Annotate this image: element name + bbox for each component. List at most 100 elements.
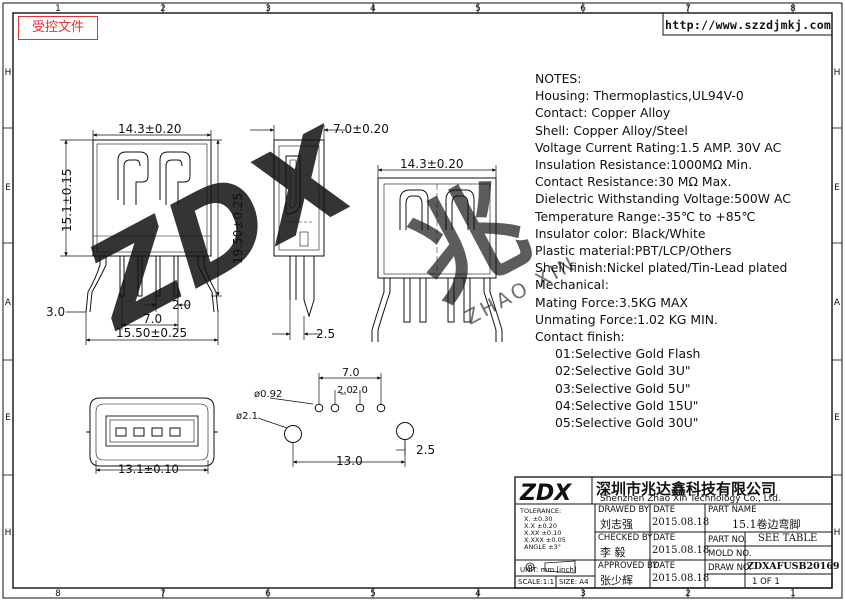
port-view [86,397,218,467]
note-line: Contact: Copper Alloy [535,105,671,121]
tolerance-row: X.X ±0.20 [524,522,557,530]
dim-front-width: 14.3±0.20 [118,122,182,136]
dim-leg-offset: 3.0 [46,305,65,319]
dim-side-width: 7.0±0.20 [333,122,389,136]
row-label: H [834,528,841,538]
note-line: Shell finish:Nickel plated/Tin-Lead plat… [535,260,788,276]
website-url[interactable]: http://www.szzdjmkj.com [665,18,832,32]
note-line: Unmating Force:1.02 KG MIN. [535,311,718,327]
dim-total-height: 19.50±0.25 [231,193,245,264]
approved-by-label: APPROVED BY [598,561,658,571]
note-line: Dielectric Withstanding Voltage:500W AC [535,191,791,207]
row-label: E [834,413,840,423]
col-label: 7 [160,589,166,599]
pcb-layout [284,403,414,443]
dim-pcb-pitch-b: 2.0 [352,385,368,396]
col-label: 1 [790,589,796,599]
col-label: 2 [160,4,166,14]
col-label: 8 [55,589,61,599]
tolerance-row: X.XXX ±0.05 [524,536,566,544]
title-logo: ZDX [519,481,572,506]
draw-no: ZDXAFUSB20169 [747,561,840,572]
col-label: 7 [685,4,691,14]
col-label: 3 [580,589,586,599]
dim-pin-span: 7.0 [143,312,162,326]
dim-port-width: 13.1±0.10 [118,462,179,476]
pcb-mount-hole [284,425,302,443]
pcb-hole [314,403,324,413]
row-label: A [5,298,12,308]
dim-side-pin: 2.5 [316,327,335,341]
pcb-mount-hole [396,422,414,440]
date-label: DATE [653,505,676,515]
notes-heading: NOTES: [535,71,582,86]
zone-ticks [3,3,842,598]
scale-label: SCALE:1:1 [518,578,555,586]
dim-rear-width: 14.3±0.20 [400,157,464,171]
col-label: 8 [790,4,796,14]
checked-by: 李 毅 [600,546,626,559]
company-cn: 深圳市兆达鑫科技有限公司 [596,480,777,498]
date-label: DATE [653,533,676,543]
unit-label: UNIT: mm [inch] [520,566,577,574]
finish-line: 03:Selective Gold 5U" [555,380,691,396]
side-dim-texts: 7.0±0.20 2.5 [316,122,389,341]
row-label: H [5,528,12,538]
col-label: 3 [265,4,271,14]
pcb-hole [355,403,365,413]
zone-labels: 1 2 3 4 5 6 7 8 8 7 6 5 4 3 2 1 H E A E … [5,4,841,599]
col-label: 1 [55,4,61,14]
port-dims [95,460,209,474]
row-label: E [5,183,11,193]
col-label: 5 [370,589,376,599]
note-line: Mechanical: [535,277,609,293]
date-label: DATE [653,561,676,571]
sheet-number: 1 OF 1 [752,577,780,587]
col-label: 2 [685,589,691,599]
dim-leg-span: 15.50±0.25 [116,326,187,340]
rear-dims [377,165,497,178]
pcb-dim-texts: 7.0 2.0 2.0 ø0.92 ø2.1 13.0 2.5 [236,366,435,468]
finish-line: 04:Selective Gold 15U" [555,397,699,413]
front-dim-texts: 14.3±0.20 15.1±0.15 19.50±0.25 2.0 7.0 1… [46,122,245,340]
dim-pcb-pin-span: 7.0 [342,366,360,379]
checked-by-label: CHECKED BY [598,533,653,543]
note-line: Contact Resistance:30 MΩ Max. [535,174,732,190]
dim-pcb-leg-offset: 2.5 [416,443,435,457]
mold-no-label: MOLD NO. [708,549,752,559]
url-box [662,12,833,36]
date-checked: 2015.08.18 [652,545,710,556]
note-line: Housing: Thermoplastics,UL94V-0 [535,88,744,104]
dim-pcb-leg-span: 13.0 [336,454,363,468]
part-no: SEE TABLE [758,533,818,544]
finish-line: 02:Selective Gold 3U" [555,363,691,379]
row-label: E [834,183,840,193]
finish-line: 01:Selective Gold Flash [555,346,701,362]
col-label: 5 [475,4,481,14]
col-label: 4 [370,4,376,14]
row-label: H [834,68,841,78]
dim-front-height: 15.1±0.15 [60,169,74,233]
size-label: SIZE: A4 [559,578,589,586]
dim-hole-large: ø2.1 [236,411,258,422]
date-drawn: 2015.08.18 [652,517,710,528]
note-line: Temperature Range:-35℃ to +85℃ [535,208,756,224]
tolerance-row: ANGLE ±3° [524,543,561,551]
pcb-hole [376,403,386,413]
pcb-dims [257,373,406,467]
note-line: Mating Force:3.5KG MAX [535,294,688,310]
title-logo-text: ZDX [519,481,572,506]
tolerance-label: TOLERANCE: [519,507,561,515]
front-view [85,139,219,313]
dim-hole-small: ø0.92 [254,389,282,400]
approved-by: 张少辉 [600,574,633,587]
company-en: Shenzhen Zhao Xin Technology Co., Ltd. [600,494,781,504]
controlled-document-stamp: 受控文件 [18,16,98,40]
col-label: 6 [265,589,271,599]
notes-block: NOTES: Housing: Thermoplastics,UL94V-0 C… [535,70,791,431]
side-view [273,139,325,318]
dim-pin-pitch: 2.0 [172,298,191,312]
note-line: Voltage Current Rating:1.5 AMP. 30V AC [535,139,782,155]
part-no-label: PART NO. [708,535,747,545]
